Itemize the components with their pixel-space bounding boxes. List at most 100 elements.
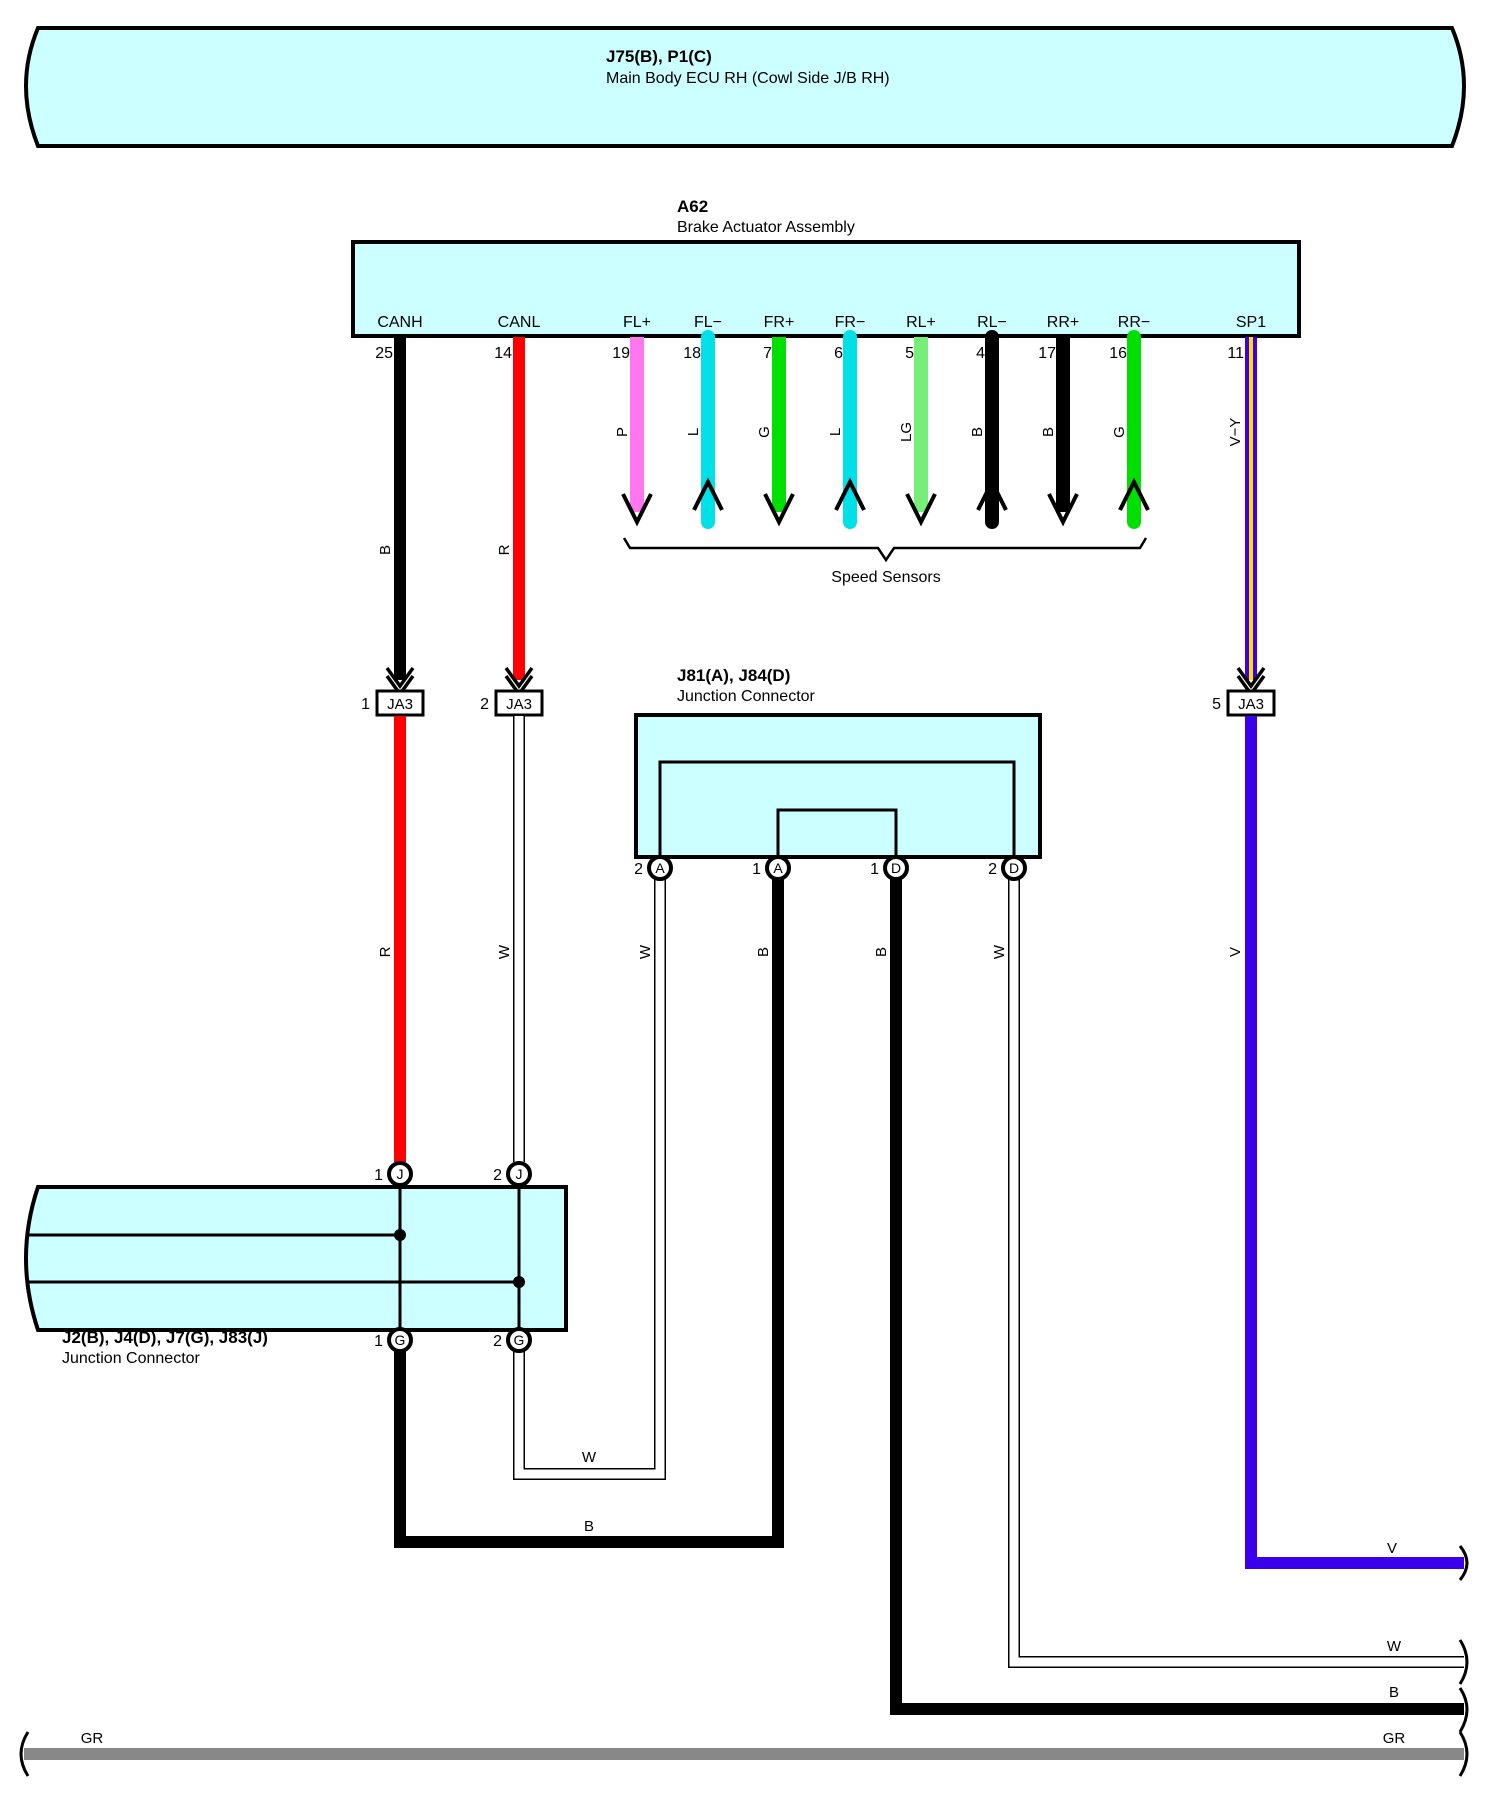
wire-color-ground-left: GR xyxy=(81,1730,104,1747)
pin-number-fr-minus: 6 xyxy=(834,345,843,362)
main-body-ecu-connector: J75(B), P1(C) Main Body ECU RH (Cowl Sid… xyxy=(24,26,1466,148)
wire-color-bottom-b-loop: B xyxy=(584,1518,594,1535)
terminal-label-rl-plus: RL+ xyxy=(906,314,936,331)
j81-pin-letter-d2: D xyxy=(1009,860,1019,876)
pin-number-fr-plus: 7 xyxy=(763,345,772,362)
right-edge-breaks xyxy=(1458,1545,1469,1777)
speed-sensor-wires: P L G L LG B xyxy=(614,330,1150,586)
pin-number-rr-minus: 16 xyxy=(1109,345,1127,362)
pin-number-fl-minus: 18 xyxy=(683,345,701,362)
j2-id: J2(B), J4(D), J7(G), J83(J) xyxy=(62,1328,268,1347)
j81-name: Junction Connector xyxy=(677,688,816,705)
j2-pin-g1: G 1 xyxy=(374,1327,413,1353)
j81-id: J81(A), J84(D) xyxy=(677,666,790,685)
terminal-label-canl: CANL xyxy=(498,314,541,331)
j81-pin-letter-d1: D xyxy=(891,860,901,876)
arrow-down-icon xyxy=(621,493,653,527)
ja3-pin-number-1: 1 xyxy=(361,696,370,713)
ja3-connector-pin1: JA3 1 xyxy=(361,689,425,717)
actuator-box xyxy=(351,240,1301,338)
j2-pin-number-j2: 2 xyxy=(493,1167,502,1184)
sensor-wire-rl-minus: B xyxy=(969,330,1008,529)
terminal-label-sp1: SP1 xyxy=(1236,314,1266,331)
j81-pin-d1: D 1 xyxy=(870,855,909,881)
pin-number-sp1: 11 xyxy=(1227,345,1244,362)
j2-pin-number-g1: 1 xyxy=(374,1333,383,1350)
wire-color-fl-plus: P xyxy=(614,427,631,437)
lower-wires: R W V V B B W W B B W W xyxy=(19,716,1469,1777)
main-body-ecu-id: J75(B), P1(C) xyxy=(606,47,712,66)
j81-d1-black-wire xyxy=(890,868,1464,1715)
pin-number-rl-minus: 4 xyxy=(976,345,985,362)
wire-color-j81-a2: W xyxy=(637,944,654,959)
wire-color-bottom-w-loop: W xyxy=(582,1449,597,1466)
arrow-up-icon xyxy=(976,477,1008,511)
ja3-connector-pin5: JA3 5 xyxy=(1212,689,1276,717)
arrow-down-icon xyxy=(905,493,937,527)
terminal-label-canh: CANH xyxy=(377,314,422,331)
j81-pin-d2: D 2 xyxy=(988,855,1027,881)
arrow-up-icon xyxy=(834,477,866,511)
wire-color-j81-a1: B xyxy=(755,947,772,957)
actuator-terminals: CANH CANL FL+ FL− FR+ FR− RL+ RL− RR+ RR… xyxy=(377,314,1266,331)
j2-pin-letter-g1: G xyxy=(395,1332,406,1348)
ja3-connectors: JA3 1 JA3 2 JA3 5 xyxy=(361,689,1276,717)
arrow-up-icon xyxy=(1118,477,1150,511)
speed-sensors-label: Speed Sensors xyxy=(831,569,940,586)
terminal-label-rr-plus: RR+ xyxy=(1047,314,1079,331)
wire-color-j81-d1: B xyxy=(873,947,890,957)
wire-color-canl-lower: W xyxy=(496,944,513,959)
ja3-pin-number-5: 5 xyxy=(1212,696,1221,713)
j81-internal-link-outer xyxy=(658,760,1016,857)
sensor-wire-fl-plus: P xyxy=(614,337,653,527)
wire-color-rr-plus: B xyxy=(1040,427,1057,437)
wire-color-sp1-upper: V−Y xyxy=(1227,418,1244,447)
sp1-lower-wire xyxy=(1245,716,1464,1569)
actuator-id: A62 xyxy=(677,197,708,216)
j2-pin-j1: J 1 xyxy=(374,1161,413,1187)
double-chevron-down-icon xyxy=(504,666,534,689)
j81-pin-a1: A 1 xyxy=(752,855,791,881)
double-chevron-down-icon xyxy=(385,666,415,689)
j2-pin-g2: G 2 xyxy=(493,1327,532,1353)
pin-number-fl-plus: 19 xyxy=(612,345,630,362)
j2-box xyxy=(24,1185,568,1332)
wire-color-rr-minus: G xyxy=(1111,426,1128,438)
pin-number-canh: 25 xyxy=(375,345,393,362)
terminal-label-rr-minus: RR− xyxy=(1118,314,1150,331)
main-body-ecu-name: Main Body ECU RH (Cowl Side J/B RH) xyxy=(606,70,890,87)
wire-color-canh-upper: B xyxy=(377,545,394,555)
pin-number-canl: 14 xyxy=(494,345,512,362)
terminal-label-fl-plus: FL+ xyxy=(623,314,651,331)
ja3-pin-number-2: 2 xyxy=(480,696,489,713)
j2-pin-number-j1: 1 xyxy=(374,1167,383,1184)
ground-wire-gr: GR GR xyxy=(19,1730,1464,1777)
j2-pin-j2: J 2 xyxy=(493,1161,532,1187)
main-body-ecu-box xyxy=(24,26,1466,148)
j81-box xyxy=(634,713,1042,859)
terminal-label-fr-minus: FR− xyxy=(835,314,866,331)
actuator-name: Brake Actuator Assembly xyxy=(677,219,855,236)
ja3-connector-pin2: JA3 2 xyxy=(480,689,544,717)
terminal-label-rl-minus: RL− xyxy=(977,314,1007,331)
wire-color-fr-minus: L xyxy=(827,428,844,436)
wire-color-j81-d2: W xyxy=(991,944,1008,959)
sensor-wire-rr-plus: B xyxy=(1040,337,1079,527)
wire-color-right-b: B xyxy=(1389,1684,1399,1701)
wire-color-fl-minus: L xyxy=(685,428,702,436)
j2-splice-dot-1 xyxy=(394,1229,406,1241)
arrow-down-icon xyxy=(763,493,795,527)
j2-name: Junction Connector xyxy=(62,1350,201,1367)
j2-pin-number-g2: 2 xyxy=(493,1333,502,1350)
j2-pin-letter-j1: J xyxy=(397,1166,404,1182)
j81-pin-letter-a2: A xyxy=(655,860,665,876)
sensor-wire-fl-minus: L xyxy=(685,330,724,529)
pin-number-rr-plus: 17 xyxy=(1038,345,1056,362)
j81-pin-a2: A 2 xyxy=(634,855,673,881)
j81-pin-number-d1: 1 xyxy=(870,861,879,878)
black-loop-wire xyxy=(394,868,784,1548)
j81-pin-letter-a1: A xyxy=(773,860,783,876)
wire-color-right-v: V xyxy=(1387,1540,1397,1557)
j81-pin-number-a2: 2 xyxy=(634,861,643,878)
wire-color-right-w: W xyxy=(1387,1638,1402,1655)
